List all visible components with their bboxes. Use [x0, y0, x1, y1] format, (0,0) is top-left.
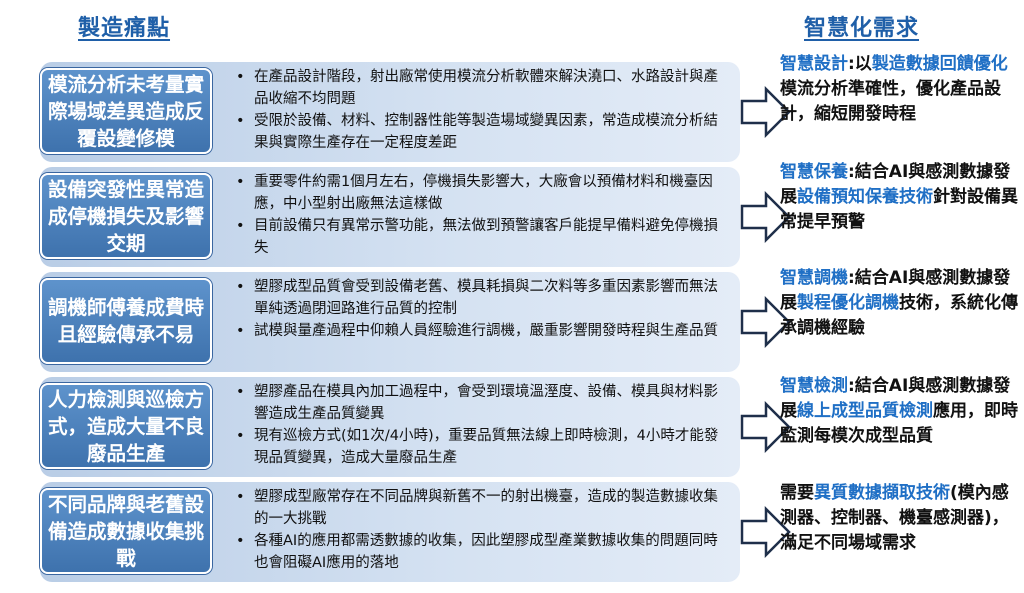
need-highlight: 智慧保養: [780, 162, 848, 182]
need-highlight: 製程優化調機: [797, 293, 899, 313]
right-arrow-icon: [740, 296, 791, 348]
need-segment: :結合AI與感測數據發展: [780, 162, 1011, 207]
pain-detail-item: 目前設備只有異常示警功能，無法做到預警讓客戶能提早備料避免停機損失: [232, 215, 732, 259]
pain-detail-item: 塑膠產品在模具內加工過程中，會受到環境溫溼度、設備、模具與材料影響造成生產品質變…: [232, 381, 732, 425]
pain-detail-item: 試模與量產過程中仰賴人員經驗進行調機，嚴重影響開發時程與生產品質: [232, 320, 732, 342]
smart-need-text: 智慧保養:結合AI與感測數據發展設備預知保養技術針對設備異常提早預警: [780, 160, 1020, 235]
need-segment: :以: [848, 54, 872, 74]
pain-row: 模流分析未考量實際場域差異造成反覆設變修模在產品設計階段，射出廠常使用模流分析軟…: [40, 62, 740, 162]
smart-need-text: 智慧設計:以製造數據回饋優化模流分析準確性，優化產品設計，縮短開發時程: [780, 52, 1020, 127]
need-segment: 技術，系統化傳承調機經驗: [780, 293, 1018, 338]
pain-detail-item: 塑膠成型品質會受到設備老舊、模具耗損與二次料等多重因素影響而無法單純透過閉迴路進…: [232, 276, 732, 320]
pain-point-box: 模流分析未考量實際場域差異造成反覆設變修模: [40, 68, 212, 154]
right-arrow-icon: [740, 86, 791, 138]
pain-point-box: 人力檢測與巡檢方式，造成大量不良廢品生產: [40, 383, 212, 469]
need-segment: 模流分析準確性，優化產品設計，縮短開發時程: [780, 79, 1001, 124]
pain-row: 調機師傅養成費時且經驗傳承不易塑膠成型品質會受到設備老舊、模具耗損與二次料等多重…: [40, 272, 740, 372]
need-highlight: 智慧設計: [780, 54, 848, 74]
smart-need-text: 需要異質數據擷取技術(模內感測器、控制器、機臺感測器)，滿足不同場域需求: [780, 481, 1020, 556]
need-segment: (模內感測器、控制器、機臺感測器)，滿足不同場域需求: [780, 483, 1009, 553]
need-highlight: 線上成型品質檢測: [797, 401, 933, 421]
pain-row: 不同品牌與老舊設備造成數據收集挑戰塑膠成型廠常存在不同品牌與新舊不一的射出機臺，…: [40, 482, 740, 582]
pain-point-box: 設備突發性異常造成停機損失及影響交期: [40, 173, 212, 259]
right-arrow-icon: [740, 506, 791, 558]
need-highlight: 智慧檢測: [780, 376, 848, 396]
pain-point-box: 調機師傅養成費時且經驗傳承不易: [40, 278, 212, 364]
need-highlight: 設備預知保養技術: [797, 187, 933, 207]
pain-points-header: 製造痛點: [78, 16, 171, 41]
need-highlight: 智慧調機: [780, 268, 848, 288]
pain-point-box: 不同品牌與老舊設備造成數據收集挑戰: [40, 488, 212, 574]
smart-need-text: 智慧檢測:結合AI與感測數據發展線上成型品質檢測應用，即時監測每模次成型品質: [780, 374, 1020, 449]
pain-detail-list: 在產品設計階段，射出廠常使用模流分析軟體來解決澆口、水路設計與產品收縮不均問題受…: [232, 66, 732, 154]
need-highlight: 異質數據擷取技術: [814, 483, 950, 503]
need-segment: :結合AI與感測數據發展: [780, 376, 1011, 421]
pain-detail-list: 塑膠產品在模具內加工過程中，會受到環境溫溼度、設備、模具與材料影響造成生產品質變…: [232, 381, 732, 469]
pain-detail-list: 塑膠成型廠常存在不同品牌與新舊不一的射出機臺，造成的製造數據收集的一大挑戰各種A…: [232, 486, 732, 574]
pain-detail-list: 塑膠成型品質會受到設備老舊、模具耗損與二次料等多重因素影響而無法單純透過閉迴路進…: [232, 276, 732, 342]
pain-detail-item: 重要零件約需1個月左右，停機損失影響大，大廠會以預備材料和機臺因應，中小型射出廠…: [232, 171, 732, 215]
pain-detail-item: 塑膠成型廠常存在不同品牌與新舊不一的射出機臺，造成的製造數據收集的一大挑戰: [232, 486, 732, 530]
need-segment: :結合AI與感測數據發展: [780, 268, 1011, 313]
smart-need-text: 智慧調機:結合AI與感測數據發展製程優化調機技術，系統化傳承調機經驗: [780, 266, 1020, 341]
pain-detail-item: 現有巡檢方式(如1次/4小時)，重要品質無法線上即時檢測，4小時才能發現品質變異…: [232, 425, 732, 469]
pain-row: 設備突發性異常造成停機損失及影響交期重要零件約需1個月左右，停機損失影響大，大廠…: [40, 167, 740, 267]
pain-detail-list: 重要零件約需1個月左右，停機損失影響大，大廠會以預備材料和機臺因應，中小型射出廠…: [232, 171, 732, 259]
pain-detail-item: 各種AI的應用都需透數據的收集，因此塑膠成型產業數據收集的問題同時也會阻礙AI應…: [232, 530, 732, 574]
pain-detail-item: 受限於設備、材料、控制器性能等製造場域變異因素，常造成模流分析結果與實際生產存在…: [232, 110, 732, 154]
right-arrow-icon: [740, 191, 791, 243]
pain-detail-item: 在產品設計階段，射出廠常使用模流分析軟體來解決澆口、水路設計與產品收縮不均問題: [232, 66, 732, 110]
right-arrow-icon: [740, 401, 791, 453]
need-segment: 針對設備異常提早預警: [780, 187, 1018, 232]
pain-row: 人力檢測與巡檢方式，造成大量不良廢品生產塑膠產品在模具內加工過程中，會受到環境溫…: [40, 377, 740, 477]
need-highlight: 製造數據回饋優化: [871, 54, 1008, 74]
need-segment: 需要: [780, 483, 814, 503]
need-segment: 應用，即時監測每模次成型品質: [780, 401, 1018, 446]
smart-needs-header: 智慧化需求: [804, 16, 920, 41]
